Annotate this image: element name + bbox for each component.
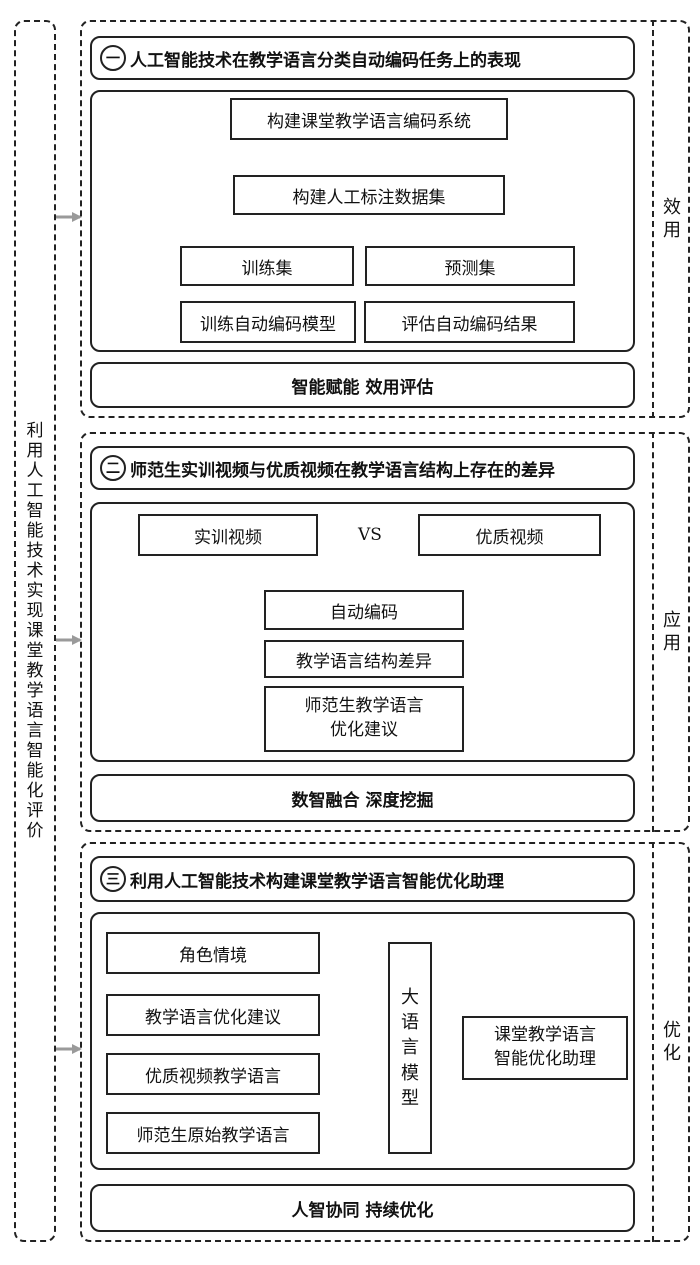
suggestion-line-1: 师范生教学语言 — [304, 696, 424, 717]
train-model-box: 训练自动编码模型 — [180, 301, 356, 343]
section-1-title: 人工智能技术在教学语言分类自动编码任务上的表现 — [130, 50, 521, 71]
section-1-frame — [80, 20, 690, 418]
section-1-footer: 智能赋能 效用评估 — [90, 362, 635, 408]
section-3-frame — [80, 842, 690, 1242]
optimization-assistant-box: 课堂教学语言 智能优化助理 — [462, 1016, 628, 1080]
main-label-char: 教 — [26, 661, 44, 682]
main-label-char: 化 — [26, 781, 44, 802]
main-label-char: 实 — [26, 580, 44, 601]
side-label-char: 用 — [663, 220, 681, 241]
train-set-box: 训练集 — [180, 246, 354, 286]
side-label-char: 应 — [663, 609, 681, 631]
section-3-side-divider — [652, 842, 654, 1242]
assistant-line-2: 智能优化助理 — [494, 1049, 596, 1069]
main-label-char: 言 — [26, 721, 44, 742]
section-3-footer: 人智协同 持续优化 — [90, 1184, 635, 1232]
suggestion-line-2: 优化建议 — [330, 720, 398, 740]
optimization-suggestion-box: 师范生教学语言 优化建议 — [264, 686, 464, 752]
step-build-annotated-dataset: 构建人工标注数据集 — [233, 175, 505, 215]
input-optimization-suggestions: 教学语言优化建议 — [106, 994, 320, 1036]
structure-difference-box: 教学语言结构差异 — [264, 640, 464, 678]
section-1-side-label: 效 用 — [654, 20, 690, 418]
side-label-char: 效 — [663, 196, 681, 218]
large-language-model-box: 大 语 言 模 型 — [388, 942, 432, 1154]
auto-coding-box: 自动编码 — [264, 590, 464, 630]
section-2-footer: 数智融合 深度挖掘 — [90, 774, 635, 822]
main-label-char: 语 — [26, 701, 44, 722]
main-theme-label: 利用人工智能技术实现课堂教学语言智能化评价 — [14, 20, 56, 1242]
assistant-line-1: 课堂教学语言 — [494, 1025, 596, 1046]
section-2-side-divider — [652, 432, 654, 832]
section-2-side-label: 应 用 — [654, 432, 690, 832]
vs-label: VS — [358, 525, 382, 545]
main-label-char: 能 — [26, 761, 44, 782]
predict-set-box: 预测集 — [365, 246, 575, 286]
input-quality-video-language: 优质视频教学语言 — [106, 1053, 320, 1095]
section-3-number: 三 — [100, 866, 126, 892]
main-label-char: 工 — [26, 480, 44, 501]
main-label-char: 用 — [26, 440, 44, 461]
section-2-title-bar: 二 师范生实训视频与优质视频在教学语言结构上存在的差异 — [90, 446, 635, 490]
main-label-char: 技 — [26, 540, 44, 561]
main-label-char: 术 — [26, 560, 44, 581]
main-label-char: 现 — [26, 600, 44, 621]
practice-video-box: 实训视频 — [138, 514, 318, 556]
main-label-char: 价 — [26, 821, 44, 842]
llm-char: 模 — [401, 1062, 419, 1084]
main-label-char: 能 — [26, 520, 44, 541]
section-3-title-bar: 三 利用人工智能技术构建课堂教学语言智能优化助理 — [90, 856, 635, 902]
section-1-side-divider — [652, 20, 654, 418]
llm-char: 型 — [401, 1087, 419, 1109]
side-label-char: 用 — [663, 633, 681, 654]
main-label-char: 课 — [26, 620, 44, 641]
llm-char: 语 — [401, 1012, 419, 1034]
input-role-context: 角色情境 — [106, 932, 320, 974]
main-label-char: 智 — [26, 741, 44, 762]
section-2-title: 师范生实训视频与优质视频在教学语言结构上存在的差异 — [130, 460, 555, 481]
main-label-char: 评 — [26, 801, 44, 822]
side-label-char: 化 — [663, 1043, 681, 1064]
step-build-coding-system: 构建课堂教学语言编码系统 — [230, 98, 508, 140]
main-label-chars: 利用人工智能技术实现课堂教学语言智能化评价 — [27, 421, 44, 842]
main-label-char: 学 — [26, 681, 44, 702]
section-2-number: 二 — [100, 455, 126, 481]
input-student-original-language: 师范生原始教学语言 — [106, 1112, 320, 1154]
llm-char: 大 — [401, 987, 419, 1009]
main-label-char: 堂 — [26, 641, 44, 662]
section-3-side-label: 优 化 — [654, 842, 690, 1242]
section-1-title-bar: 一 人工智能技术在教学语言分类自动编码任务上的表现 — [90, 36, 635, 80]
section-1-number: 一 — [100, 45, 126, 71]
llm-char: 言 — [401, 1037, 419, 1059]
quality-video-box: 优质视频 — [418, 514, 601, 556]
main-label-char: 人 — [26, 460, 44, 481]
section-2-frame — [80, 432, 690, 832]
evaluate-results-box: 评估自动编码结果 — [364, 301, 575, 343]
main-label-char: 利 — [26, 420, 44, 441]
main-label-char: 智 — [26, 500, 44, 521]
side-label-char: 优 — [663, 1019, 681, 1041]
section-3-title: 利用人工智能技术构建课堂教学语言智能优化助理 — [130, 871, 504, 892]
